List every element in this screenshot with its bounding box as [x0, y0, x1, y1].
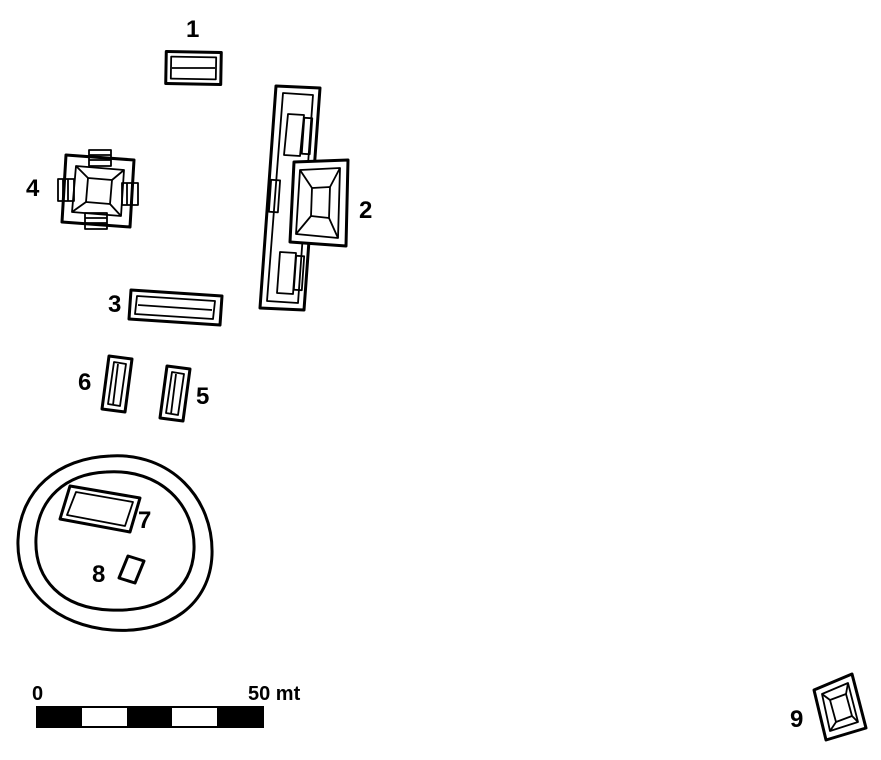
structure-4: 4: [26, 149, 139, 230]
structure-6: 6: [78, 354, 134, 414]
structure-5: 5: [158, 364, 209, 423]
scale-bar: 0 50 mt: [32, 683, 301, 728]
label-structure-4: 4: [26, 175, 40, 202]
structure-7: 7: [58, 484, 151, 534]
scale-end-label: 50 mt: [248, 683, 301, 705]
label-structure-5: 5: [196, 383, 209, 410]
label-structure-1: 1: [186, 16, 199, 43]
label-structure-3: 3: [108, 291, 121, 318]
scale-start-label: 0: [32, 683, 43, 705]
label-structure-8: 8: [92, 561, 105, 588]
structure-2: 2: [258, 84, 372, 312]
label-structure-7: 7: [138, 507, 151, 534]
label-structure-6: 6: [78, 369, 91, 396]
structure-8: 8: [92, 554, 146, 588]
label-structure-9: 9: [790, 706, 803, 733]
structure-1: 1: [164, 16, 223, 86]
circular-enclosure: [16, 454, 214, 632]
structure-9: 9: [790, 672, 868, 742]
structure-3: 3: [108, 288, 224, 327]
label-structure-2: 2: [359, 197, 372, 224]
